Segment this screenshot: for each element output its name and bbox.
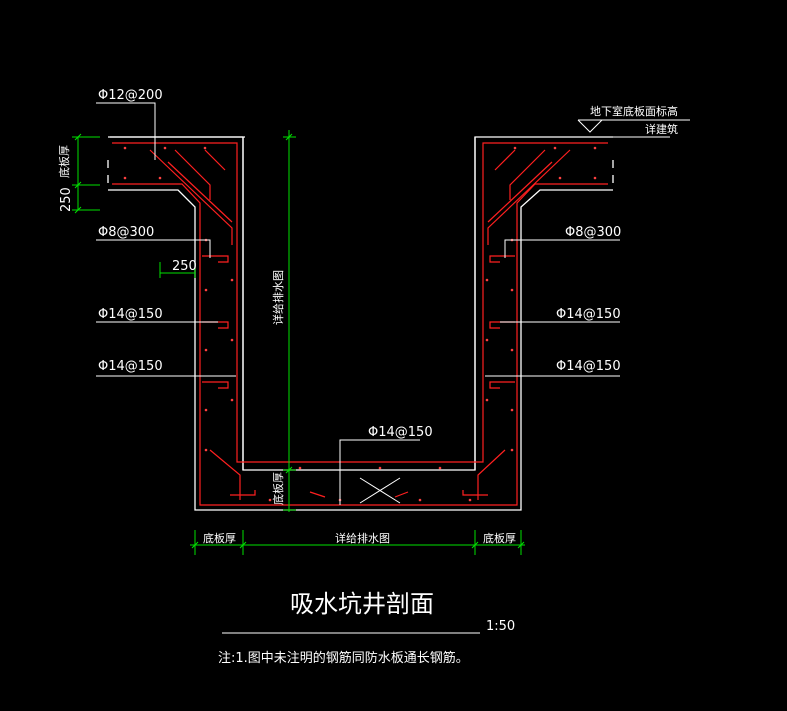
dimension-lines	[72, 130, 525, 555]
label-right-rebar-1: Φ8@300	[565, 225, 621, 240]
label-pit-depth: 详给排水图	[271, 270, 285, 325]
label-right-rebar-3: Φ14@150	[556, 359, 621, 374]
concrete-outline	[107, 136, 614, 511]
label-right-rebar-2: Φ14@150	[556, 307, 621, 322]
label-bottom-rebar: Φ14@150	[368, 425, 433, 440]
label-left-rebar-1: Φ8@300	[98, 225, 154, 240]
label-left-250: 250	[59, 187, 74, 212]
rebar-dots	[123, 146, 597, 502]
label-bottom-thickness: 底板厚	[271, 472, 285, 505]
drawing-scale: 1:50	[486, 619, 515, 634]
outer-section-outline	[108, 136, 613, 511]
label-bottom-dim-left: 底板厚	[203, 531, 236, 545]
leader-lines	[96, 102, 690, 634]
rebar-layer	[112, 142, 608, 506]
label-left-rebar-3: Φ14@150	[98, 359, 163, 374]
label-offset-250: 250	[172, 259, 197, 274]
label-basement-floor-level: 地下室底板面标高	[590, 104, 678, 118]
label-left-rebar-2: Φ14@150	[98, 307, 163, 322]
label-bottom-dim-mid: 详给排水图	[335, 531, 390, 545]
label-top-left-rebar: Φ12@200	[98, 88, 163, 103]
drawing-note: 注:1.图中未注明的钢筋同防水板通长钢筋。	[218, 650, 469, 666]
label-left-thickness: 底板厚	[57, 145, 71, 178]
label-see-architecture: 详建筑	[645, 122, 678, 136]
label-bottom-dim-right: 底板厚	[483, 531, 516, 545]
drawing-title: 吸水坑井剖面	[290, 590, 434, 618]
